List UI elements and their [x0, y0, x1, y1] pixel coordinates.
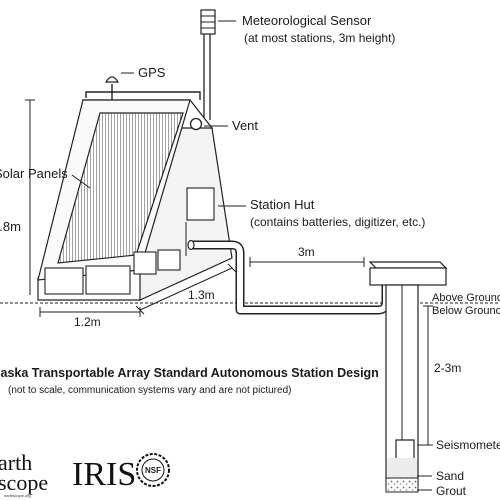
leader-lines [71, 20, 432, 491]
label-below-ground: Below Ground [432, 305, 500, 317]
label-gps: GPS [138, 65, 166, 80]
battery-middle [85, 265, 131, 295]
gps-cable [85, 91, 201, 100]
label-seismometer: Seismometer [436, 438, 500, 452]
digitizer-box [186, 187, 215, 221]
earthscope-logo-line1: arth [0, 450, 32, 475]
gps-antenna-icon [104, 76, 120, 83]
label-vent: Vent [232, 118, 258, 133]
vault-lid-top [368, 261, 448, 269]
vault-lid [369, 267, 447, 286]
label-hut-width: 1.2m [74, 315, 101, 329]
dim-1-3m-tick-b [227, 263, 237, 273]
earthscope-logo: arth scope earthscope.org [0, 450, 48, 498]
grout-layer [385, 477, 419, 493]
caption-title: Alaska Transportable Array Standard Auto… [0, 366, 379, 380]
nsf-logo: NSF [136, 453, 170, 487]
nsf-logo-inner [141, 458, 165, 482]
label-solar-panels: Solar Panels [0, 166, 68, 181]
caption-subtitle: (not to scale, communication systems var… [8, 385, 291, 396]
battery-left [44, 267, 84, 295]
label-met-sensor: Meteorological Sensor [242, 13, 372, 28]
met-sensor [200, 9, 216, 120]
label-grout: Grout [436, 484, 467, 498]
dimension-lines [25, 99, 433, 446]
battery-far [157, 249, 181, 271]
label-above-ground: Above Ground [432, 292, 500, 304]
label-met-sensor-note: (at most stations, 3m height) [244, 31, 395, 45]
label-distance-3m: 3m [298, 245, 315, 259]
nsf-logo-text: NSF [145, 466, 161, 475]
earthscope-logo-line2: scope [0, 470, 48, 495]
battery-right [133, 251, 157, 275]
label-sand: Sand [436, 469, 464, 483]
iris-logo-text: IRIS [72, 456, 136, 493]
label-panel-height: 2.8m [0, 219, 21, 234]
conduit-end-cap [187, 239, 195, 251]
seismometer-vault [368, 261, 448, 493]
dim-1-3m [139, 267, 233, 311]
station-hut [37, 76, 233, 301]
leader-solar [71, 174, 91, 189]
sand-layer [387, 458, 417, 478]
label-hut-depth: 1.3m [188, 288, 215, 302]
label-depth: 2-3m [434, 361, 461, 375]
label-station-hut: Station Hut [250, 197, 315, 212]
earthscope-logo-url: earthscope.org [4, 493, 31, 498]
iris-logo: IRIS [72, 456, 136, 493]
vent-icon [189, 117, 203, 131]
label-station-hut-note: (contains batteries, digitizer, etc.) [250, 215, 425, 229]
